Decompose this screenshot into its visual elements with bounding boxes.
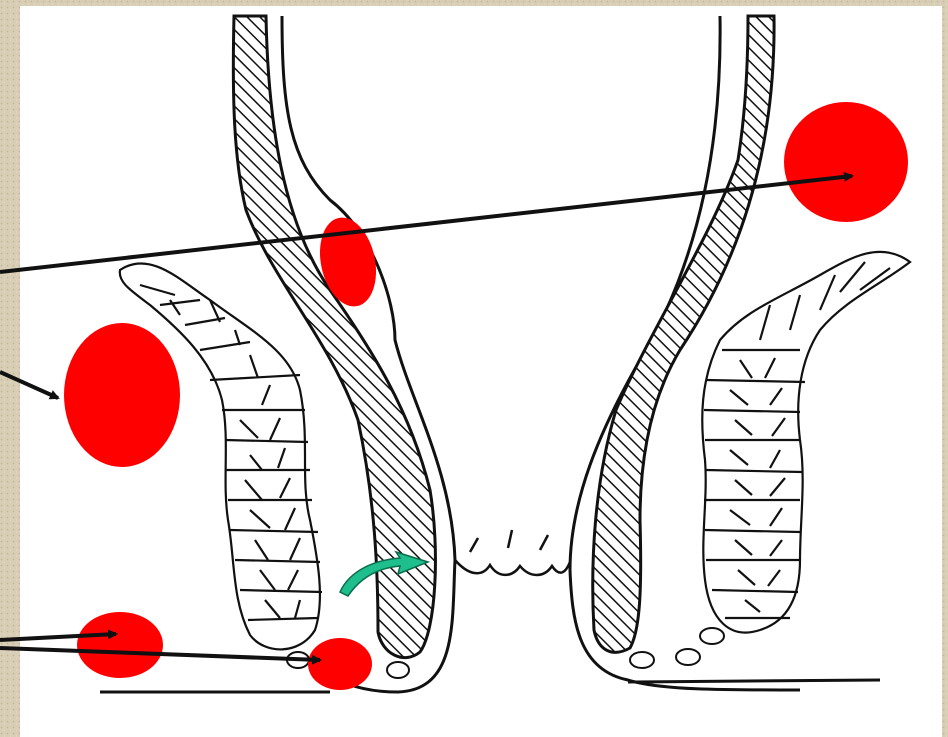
ischiorectal-abscess-left <box>64 323 180 467</box>
supralevator-abscess-right <box>784 102 908 222</box>
perianal-abscess <box>77 612 163 678</box>
perineal-skin-right <box>628 680 880 682</box>
intersphincteric-abscess <box>308 638 372 690</box>
